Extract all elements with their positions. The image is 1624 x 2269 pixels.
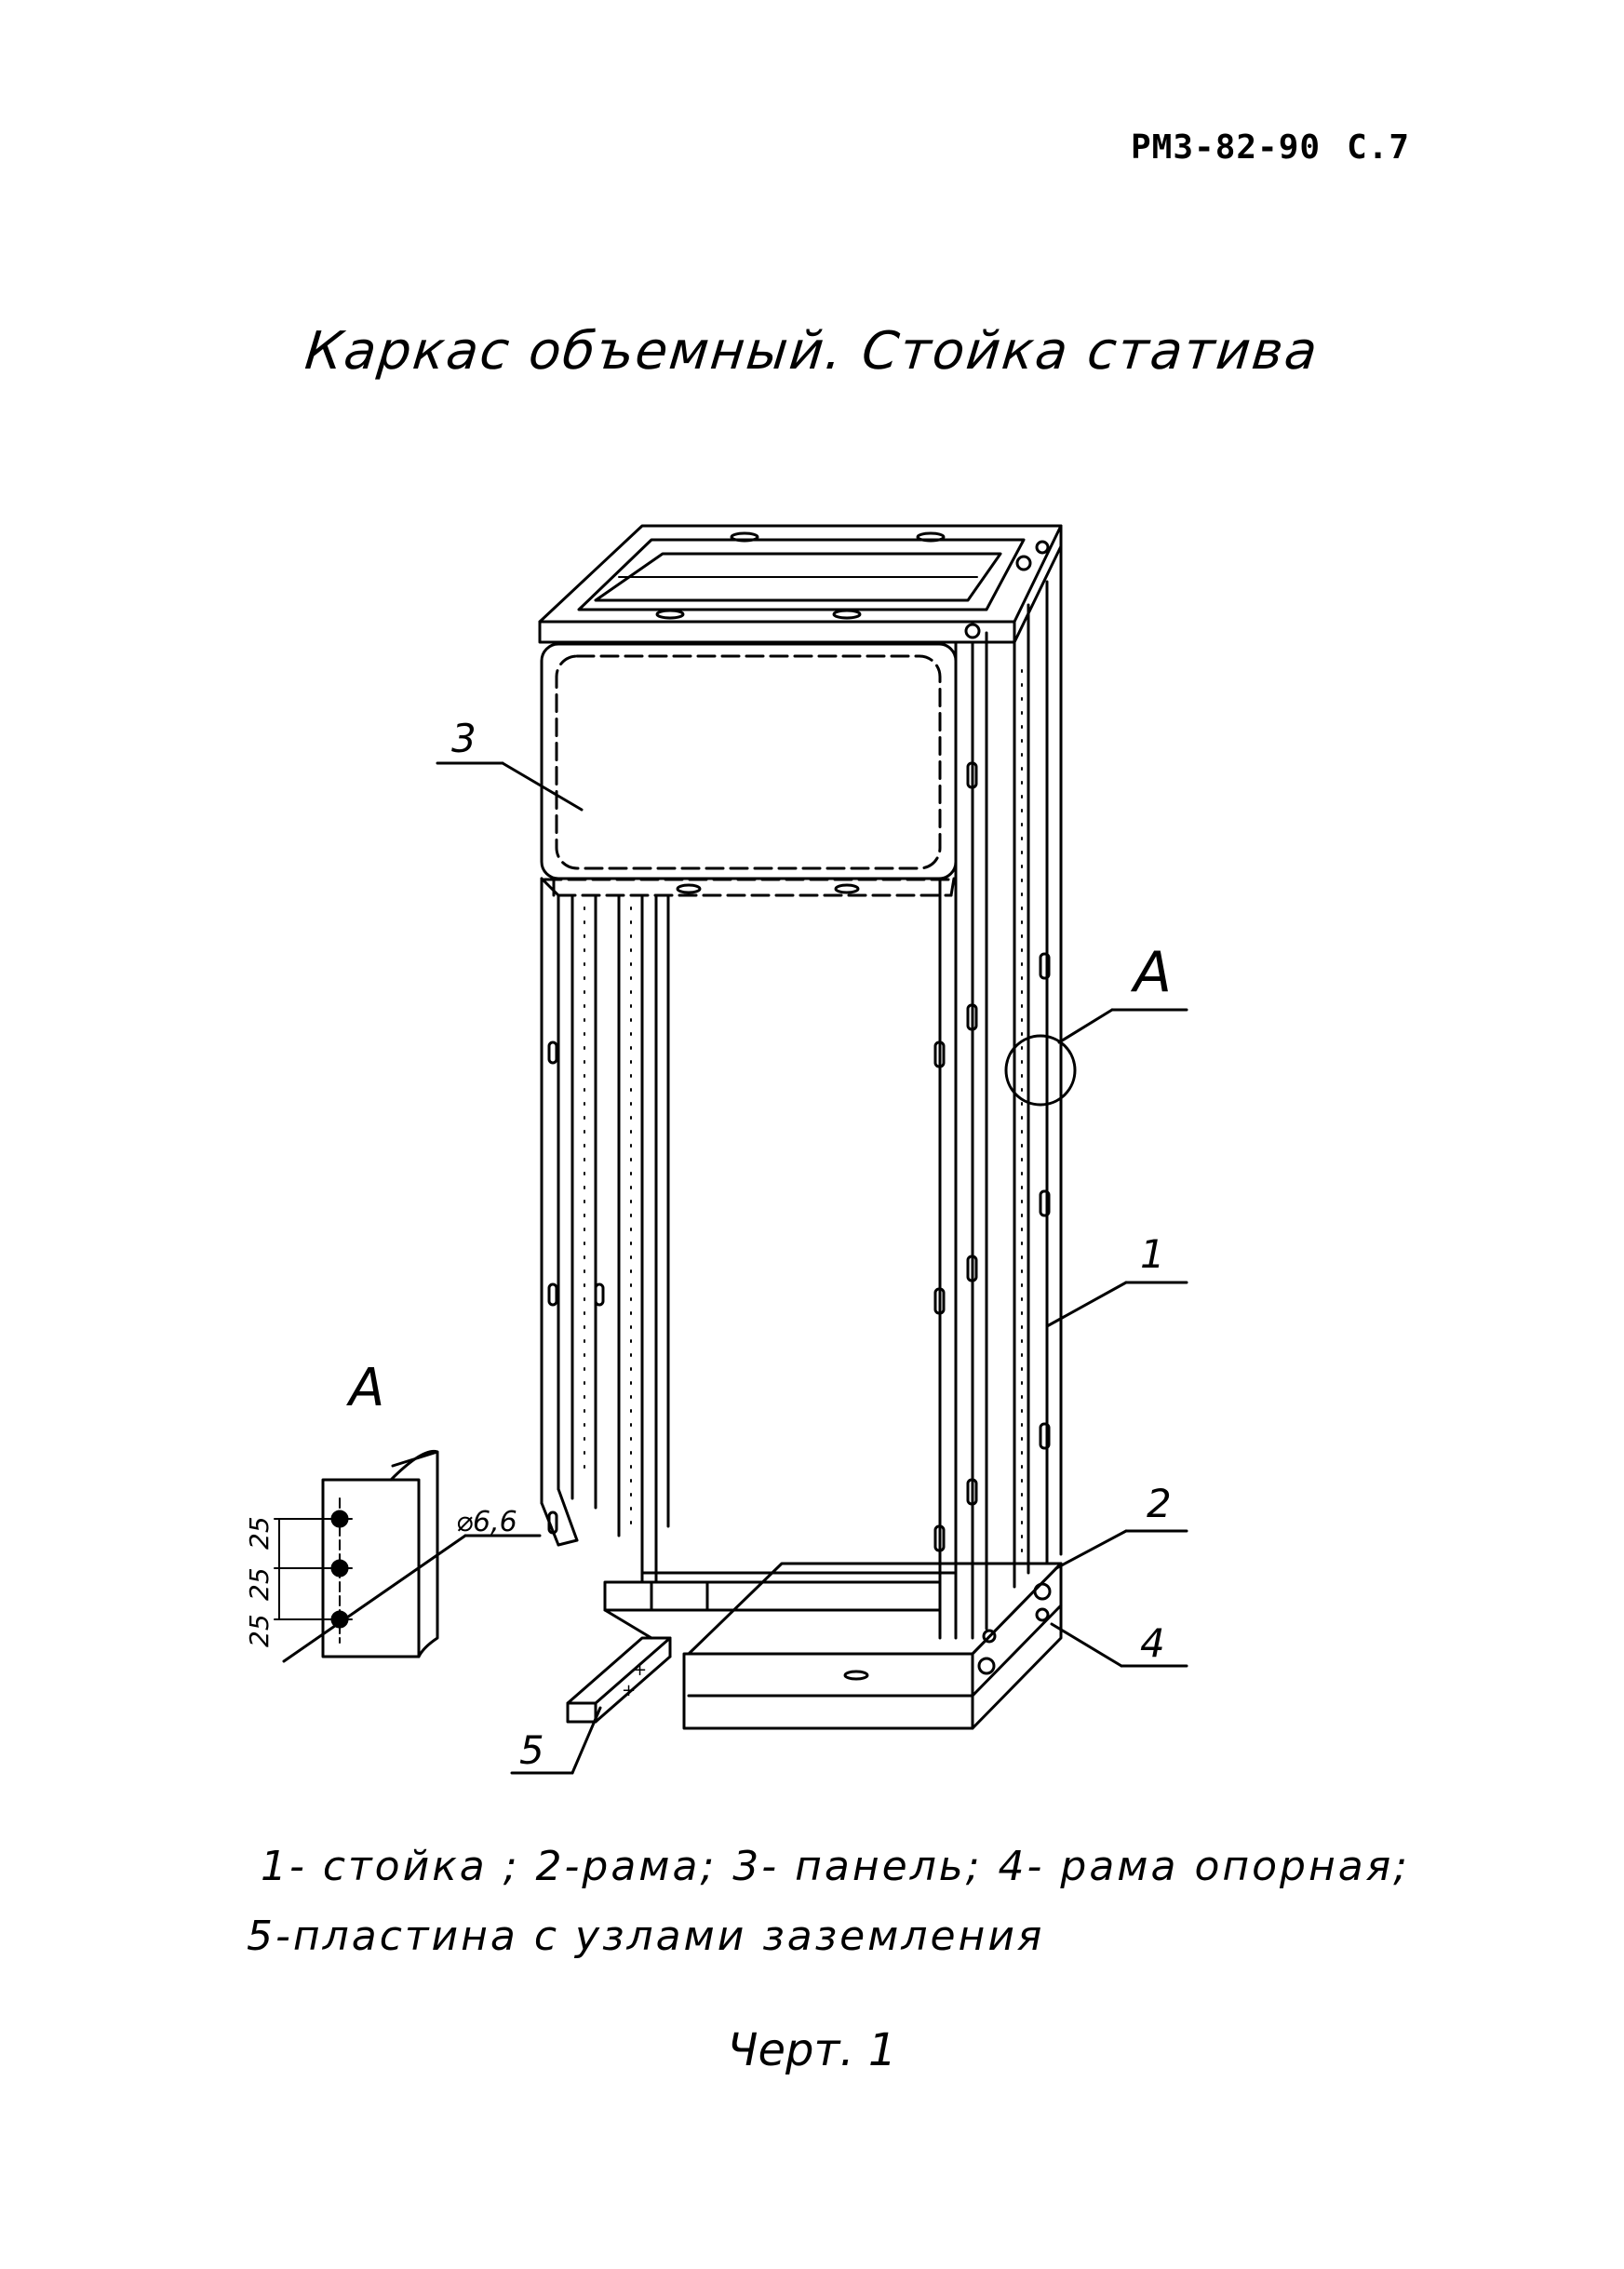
label-dim-25-top: 25 <box>244 1516 275 1550</box>
support-frame-4 <box>640 1562 1063 1730</box>
figure-caption: Черт. 1 <box>727 2024 897 2076</box>
view-a-detail <box>274 1449 542 1663</box>
front-left-posts <box>540 877 670 1584</box>
label-item1: 1 <box>1140 1231 1165 1277</box>
label-item4: 4 <box>1140 1620 1165 1666</box>
label-dim-25-left: 25 <box>244 1614 275 1647</box>
svg-text:+: + <box>622 1681 636 1700</box>
detail-a-circle <box>1004 1034 1077 1107</box>
label-view-a: А <box>1130 940 1172 1005</box>
svg-text:+: + <box>633 1660 647 1680</box>
panel-3 <box>540 642 958 897</box>
top-frame <box>538 524 1063 644</box>
document-code: РМЗ-82-90 С.7 <box>1131 128 1410 167</box>
legend-line-1: 1- стойка ; 2-рама; 3- панель; 4- рама о… <box>261 1843 1411 1890</box>
label-detail-a: А <box>346 1358 384 1418</box>
right-posts <box>933 544 1063 1640</box>
label-item3: 3 <box>451 716 476 761</box>
label-diameter: ⌀6,6 <box>456 1506 517 1538</box>
label-item5: 5 <box>519 1727 544 1773</box>
label-item2: 2 <box>1147 1481 1172 1526</box>
grounding-plate-5: + + <box>566 1580 709 1724</box>
document-number: РМЗ-82-90 <box>1131 128 1322 167</box>
perforation-dots <box>584 669 1023 1564</box>
label-dim-25-mid: 25 <box>244 1567 275 1601</box>
page-number: С.7 <box>1347 128 1411 167</box>
legend-line-2: 5-пластина с узлами заземления <box>247 1913 1045 1960</box>
